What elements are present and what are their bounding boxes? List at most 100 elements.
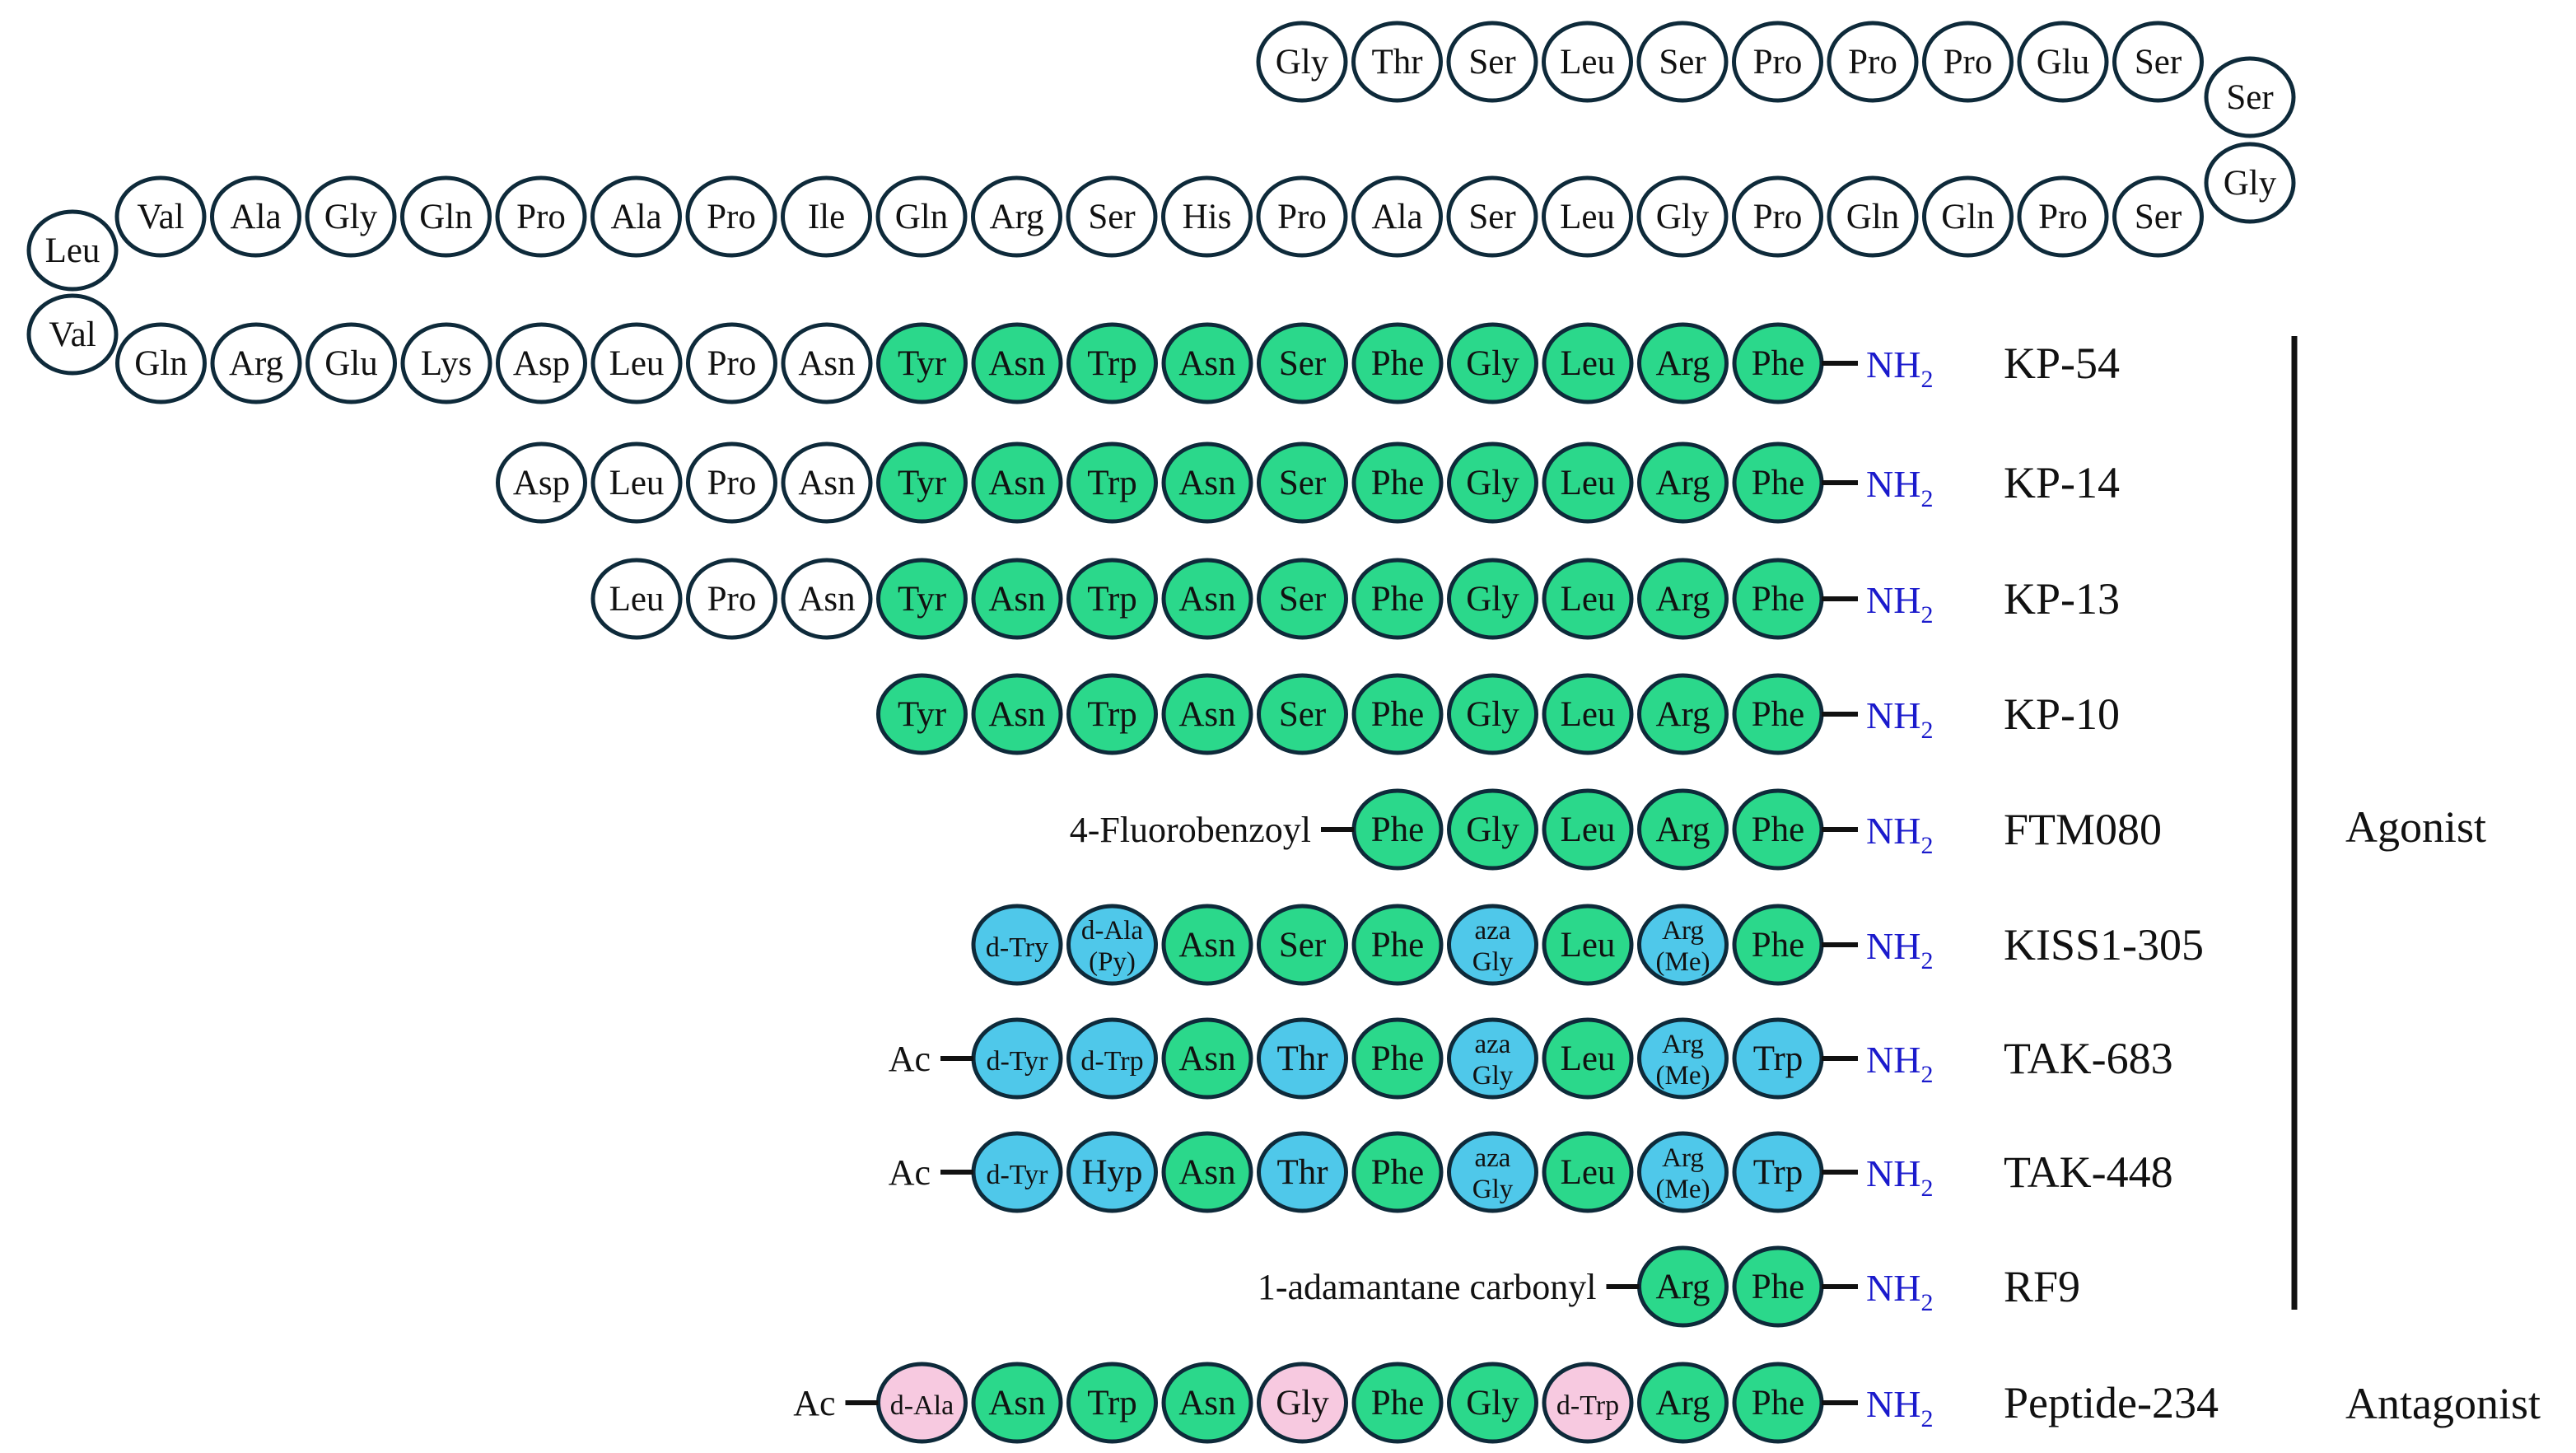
residue-label: Tyr [898,344,946,383]
residue-circle [1542,788,1634,871]
residue-label-line: (Me) [1656,1175,1710,1204]
residue-circle [2204,56,2296,138]
residue-ser: Ser [2112,175,2204,258]
residue-label: Ala [230,198,281,236]
residue-label-line: Gly [1472,1061,1514,1091]
n-terminal-group: 4-Fluorobenzoyl [1070,810,1311,850]
residue-circle [210,322,302,404]
residue-arg: Arg [1637,1362,1729,1444]
residue-label: Lys [421,344,472,383]
residue-ser: Ser [1257,673,1348,755]
residue-ala: Ala [590,175,682,258]
residue-label: Trp [1087,695,1137,734]
residue-label: Phe [1752,344,1805,383]
residue-circle [971,322,1063,404]
residue-circle [876,442,968,524]
residue-asn: Asn [1161,1362,1253,1444]
residue-circle [1256,175,1348,258]
residue-phe: Phe [1732,442,1824,524]
residue-circle [1637,558,1729,640]
residue-label: Phe [1371,1153,1425,1192]
residue-circle [1447,322,1538,404]
residue-circle [1161,904,1253,986]
residue-circle [1257,1131,1348,1213]
residue-glu: Glu [306,322,397,404]
residue-label: Asn [988,1384,1045,1423]
residue-d-trp: d-Trp [1542,1362,1634,1444]
residue-label: Trp [1087,464,1137,502]
residue-leu: Leu [1542,21,1633,103]
residue-circle [1257,442,1348,524]
residue-circle [971,904,1063,986]
residue-label: d-Ala [890,1390,954,1421]
residue-arg-me: Arg(Me) [1637,904,1729,986]
residue-label: Pro [707,580,757,619]
residue-label: His [1183,198,1232,236]
residue-ser: Ser [2112,21,2204,103]
residue-ala: Ala [1351,175,1443,258]
residue-label: Leu [1560,198,1615,236]
residue-ser: Ser [1066,175,1158,258]
residue-circle [1447,673,1538,755]
residue-circle [496,442,587,524]
residue-circle [1351,1362,1444,1444]
residue-label-line: (Py) [1089,947,1136,977]
residue-gly: Gly [1447,442,1538,524]
residue-d-tyr: d-Tyr [971,1131,1063,1213]
residue-asp: Asp [496,322,587,404]
residue-leu: Leu [590,322,683,404]
residue-circle [2112,175,2204,258]
residue-leu: Leu [1542,1017,1634,1100]
residue-label: Phe [1371,695,1425,734]
residue-asn: Asn [971,1362,1063,1444]
residue-label: Asn [1178,1040,1235,1078]
residue-label: Phe [1371,926,1425,965]
residue-circle [1827,21,1919,103]
residue-label: Gln [419,198,473,236]
residue-label-line: Gly [1472,947,1514,977]
residue-label: Gly [1276,43,1329,82]
residue-circle [686,442,777,524]
residue-trp: Trp [1066,442,1158,524]
residue-tyr: Tyr [876,558,968,640]
residue-asn: Asn [781,322,873,404]
residue-thr: Thr [1351,21,1443,103]
residue-leu: Leu [1542,788,1634,871]
residue-circle [2017,175,2109,258]
residue-circle [1542,673,1634,755]
amide-terminus: NH2 [1866,1152,1933,1202]
residue-ser: Ser [1446,175,1538,258]
peptide-name: FTM080 [2004,805,2162,854]
residue-tyr: Tyr [876,673,968,755]
residue-ser: Ser [1257,322,1348,404]
amide-subscript: 2 [1920,1175,1933,1202]
residue-circle [1351,558,1444,640]
residue-circle [1922,175,2014,258]
residue-circle [1257,673,1348,755]
amide-nh: NH [1866,1383,1920,1425]
residue-ser: Ser [1446,21,1538,103]
residue-d-ala-py: d-Ala(Py) [1066,904,1158,986]
residue-label-line: Gly [1472,1175,1514,1204]
residue-label: Gly [1466,344,1519,383]
residue-circle [210,175,301,258]
residue-circle [1637,904,1729,986]
residue-arg: Arg [1637,673,1729,755]
residue-circle [971,442,1063,524]
n-terminal-group: Ac [889,1152,931,1193]
residue-label: Tyr [898,695,946,734]
residue-gln: Gln [1827,175,1919,258]
residue-arg-me: Arg(Me) [1637,1017,1729,1100]
residue-gly: Gly [1257,1362,1348,1444]
residue-circle [1542,21,1633,103]
residue-arg: Arg [971,175,1062,258]
residue-circle [1161,673,1253,755]
residue-label: Thr [1276,1040,1328,1078]
residue-gly: Gly [1256,21,1348,103]
residue-phe: Phe [1351,673,1444,755]
residue-circle [1447,1017,1538,1100]
residue-label: Ser [1468,43,1515,82]
residue-label: d-Try [986,932,1048,963]
residue-label: Ser [1279,464,1326,502]
residue-label: Phe [1752,926,1805,965]
